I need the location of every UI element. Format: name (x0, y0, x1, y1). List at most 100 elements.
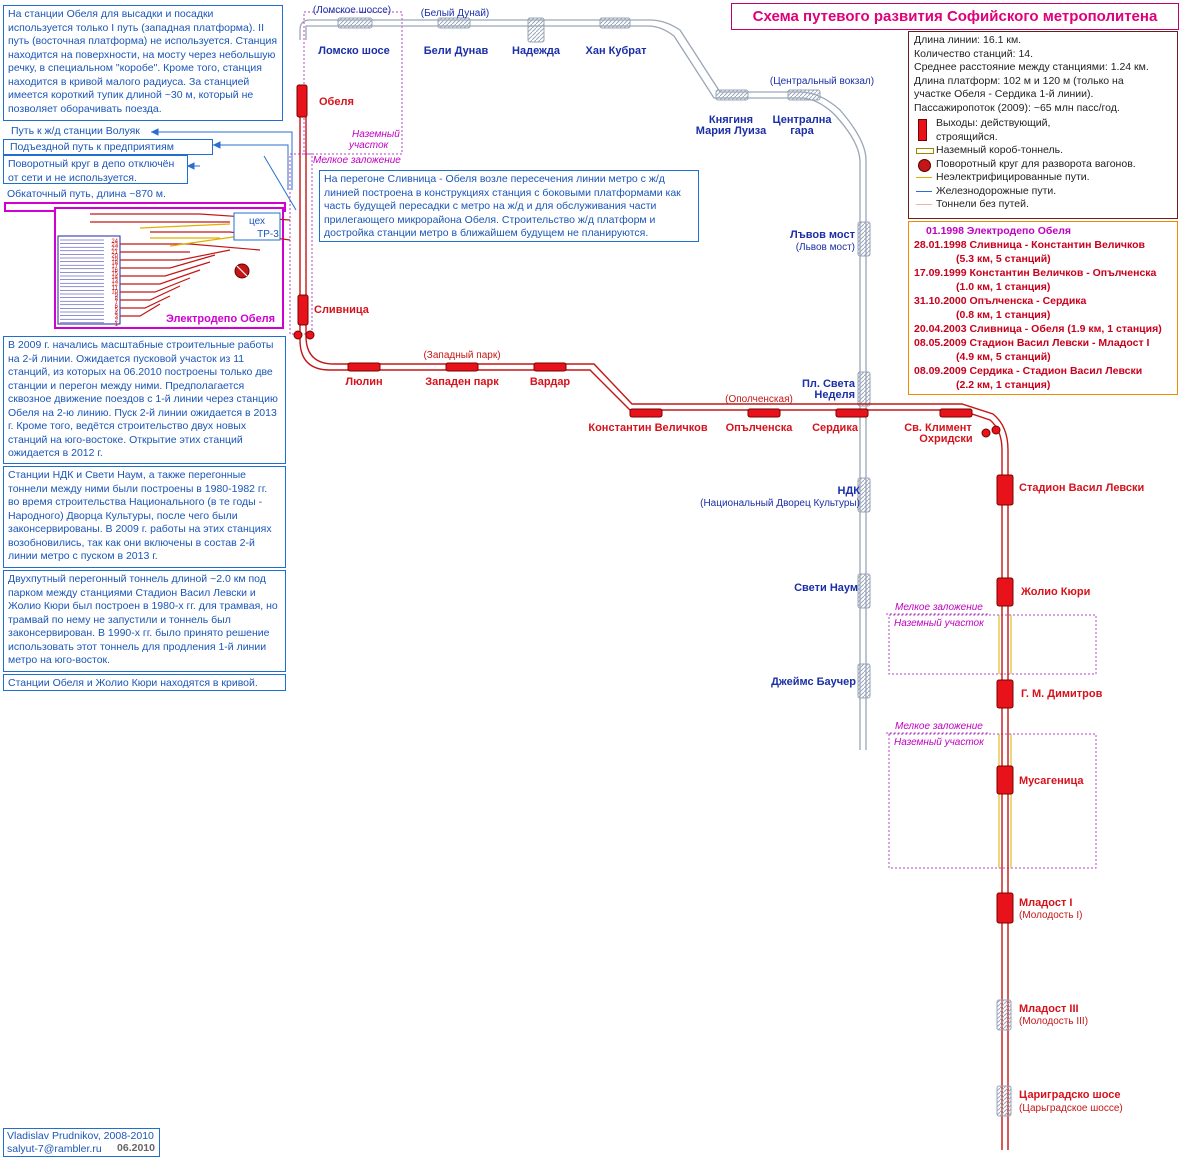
station-alt-beli-dunav: (Белый Дунай) (421, 8, 490, 19)
depot-track-number: 1 (115, 322, 119, 328)
note-line2-2009: В 2009 г. начались масштабные строительн… (3, 336, 286, 464)
note-curve: Станции Обеля и Жолио Кюри находятся в к… (3, 674, 286, 691)
note-tram-tunnel: Двухпутный перегонный тоннель длиной ~2.… (3, 570, 286, 672)
depot-track-number: 14 (111, 275, 118, 281)
history-item: 28.01.1998 Сливница - Константин Величко… (914, 239, 1145, 251)
station-marker-beli-dunav (437, 17, 471, 29)
railway-legend-icon (916, 190, 932, 192)
line2-station-markers (337, 17, 871, 699)
exit-markers (293, 330, 1001, 438)
station-label-joliot: Жолио Кюри (1020, 586, 1090, 598)
station-alt-mladost1: (Молодость I) (1019, 910, 1082, 921)
station-label-knyaginya-2: Мария Луиза (696, 125, 767, 137)
depot-track-number: 20 (111, 253, 118, 259)
exit-legend-icon (918, 119, 927, 141)
workshop-tr3 (233, 212, 281, 241)
note-test-track: Обкаточный путь, длина ~870 м. (3, 186, 203, 202)
history-item: 20.04.2003 Сливница - Обеля (1.9 км, 1 с… (914, 323, 1162, 335)
history-item: 17.09.1999 Константин Величков - Опълчен… (914, 267, 1157, 279)
station-label-sveta-nedelya-2: Неделя (814, 389, 855, 401)
depot-track-number: 9 (115, 293, 119, 299)
line1-station-markers (296, 84, 1014, 1117)
shallow-label-musagenitsa: Мелкое заложение (895, 721, 983, 732)
station-label-knyaginya: Княгиня (709, 114, 753, 126)
station-marker-tsentralna (787, 89, 821, 101)
station-marker-khan-kubrat (599, 17, 631, 29)
station-marker-k-velichkov (629, 408, 663, 418)
station-marker-obelya (296, 84, 308, 118)
fact-length: Длина линии: 16.1 км. (914, 34, 1022, 46)
depot-tracks-frame (57, 235, 121, 325)
surface-zone-obelya (303, 11, 403, 155)
station-label-lvov: Лъвов мост (790, 229, 856, 241)
note-arrows (150, 128, 226, 170)
station-alt-lomsko: (Ломское шоссе) (313, 5, 391, 16)
station-label-khan-kubrat: Хан Кубрат (585, 45, 647, 57)
station-label-tsentralna-2: гара (790, 125, 814, 137)
depot-name: Электродепо Обеля (166, 313, 275, 325)
station-label-mladost3: Младост III (1019, 1003, 1079, 1015)
station-marker-zapaden-park (445, 362, 479, 372)
depot-track-number: 22 (111, 246, 118, 252)
depot-track-number: 3 (115, 315, 119, 321)
station-marker-joliot (996, 577, 1014, 607)
history-item-detail: (5.3 км, 5 станций) (956, 253, 1051, 265)
note-rail-voluyak: Путь к ж/д станции Волуяк (3, 124, 151, 140)
line1-box-tunnel (998, 615, 1012, 868)
history-box: 01.1998 Электродепо Обеля 28.01.1998 Сли… (908, 221, 1178, 395)
station-marker-nadezhda (527, 17, 545, 43)
surface-zone-joliot (888, 614, 1097, 675)
depot-track-number: 4 (115, 311, 119, 317)
credit-email[interactable]: salyut-7@rambler.ru (7, 1143, 102, 1155)
surface-label-joliot: Наземный участок (894, 618, 985, 629)
station-marker-sveta-nedelya (857, 371, 871, 407)
fact-platforms: Длина платформ: 102 м и 120 м (только на (914, 74, 1124, 87)
depot-track-number: 11 (112, 286, 119, 292)
station-label-kliment-2: Охридски (919, 433, 972, 445)
fact-stations: Количество станций: 14. (914, 47, 1034, 60)
legend-turntable-label: Поворотный круг для разворота вагонов. (936, 157, 1136, 170)
depot-track-number: 8 (115, 297, 119, 303)
history-item: 08.05.2009 Стадион Васил Левски - Младос… (914, 337, 1150, 349)
station-alt-tsentralna: (Центральный вокзал) (770, 76, 874, 87)
history-item-detail: (4.9 км, 5 станций) (956, 351, 1051, 363)
station-marker-musagenitsa (996, 765, 1014, 795)
legend-railway-label: Железнодорожные пути. (936, 184, 1057, 197)
depot-track-number: 5 (115, 307, 119, 313)
station-label-dimitrov: Г. М. Димитров (1021, 688, 1103, 700)
legend-railway: Железнодорожные пути. (914, 185, 1172, 199)
station-marker-kliment (939, 408, 973, 418)
history-item: 08.09.2009 Сердика - Стадион Васил Левск… (914, 365, 1143, 377)
depot-track-number: 21 (111, 250, 118, 256)
station-label-opalchenska: Опълченска (726, 422, 794, 434)
surface-zone-musagenitsa (888, 733, 1097, 869)
station-label-k-velichkov: Константин Величков (588, 422, 707, 434)
legend-tunnels-label: Тоннели без путей. (936, 198, 1029, 210)
depot-fan (90, 213, 291, 317)
fact-ridership: Пассажиропоток (2009): ~65 млн пасс/год. (914, 101, 1120, 114)
station-label-kliment: Св. Климент (904, 422, 972, 434)
station-marker-dimitrov (996, 679, 1014, 709)
station-label-bourchier: Джеймс Баучер (771, 676, 856, 688)
history-items: 28.01.1998 Сливница - Константин Величко… (914, 238, 1172, 392)
station-marker-bourchier (857, 663, 871, 699)
station-label-zapaden-park: Западен парк (425, 376, 499, 388)
credit-box: Vladislav Prudnikov, 2008-2010 salyut-7@… (3, 1128, 160, 1157)
depot-track-number: 16 (111, 268, 118, 274)
box-tunnel-legend-icon (916, 148, 934, 154)
surface-label-obelya: Наземный (352, 129, 400, 140)
history-depot: 01.1998 Электродепо Обеля (926, 225, 1072, 237)
depot-track-number: 18 (111, 261, 118, 267)
station-label-nadezhda: Надежда (512, 45, 561, 57)
legend-nonelectrified-label: Неэлектрифицированные пути. (936, 171, 1090, 183)
surface-label-obelya-2: участок (348, 140, 390, 151)
station-marker-mladost3 (996, 999, 1012, 1031)
note-obelya: На станции Обеля для высадки и посадки и… (3, 5, 283, 121)
depot-track-number: 17 (111, 264, 118, 270)
facts-box: Длина линии: 16.1 км. Количество станций… (908, 31, 1178, 219)
station-label-musagenitsa: Мусагеница (1019, 775, 1084, 787)
depot-track-number: 15 (111, 271, 118, 277)
legend-turntable: Поворотный круг для разворота вагонов. (914, 158, 1172, 172)
